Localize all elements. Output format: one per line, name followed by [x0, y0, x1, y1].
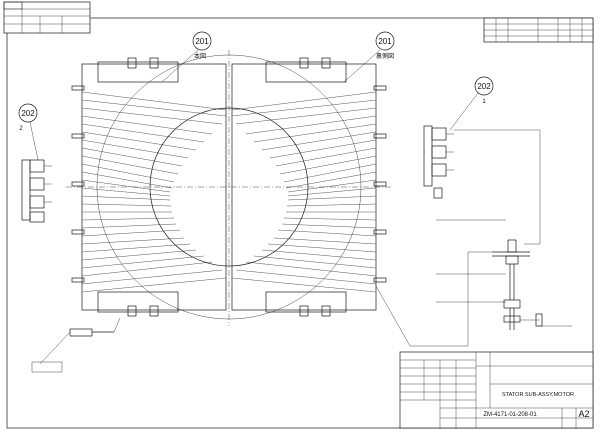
balloon-201-back-number: 201: [378, 37, 392, 46]
connector-lower-left: [31, 328, 114, 373]
wire-left-bottom: [113, 317, 121, 333]
balloon-201-front: 201 本図: [161, 31, 212, 83]
balloon-201-back: 201 裏側図: [343, 31, 395, 83]
revision-table: [483, 17, 594, 43]
sheet-border: [6, 17, 594, 429]
right-fan-lines: [231, 91, 377, 293]
wire-top-route: [454, 129, 541, 245]
wire-main-route: [375, 251, 492, 347]
title-block: STATOR SUB-ASSY,MOTOR ZM-4171-01-208-01 …: [399, 351, 594, 429]
balloon-201-front-caption: 本図: [194, 52, 206, 60]
balloon-202-left: 202 2: [18, 103, 39, 161]
terminal-stack-right: [423, 125, 454, 199]
terminal-stack-left: [21, 159, 52, 223]
balloon-201-front-number: 201: [195, 37, 209, 46]
pipe-assembly: [436, 219, 572, 330]
sheet-size: A2: [578, 409, 589, 419]
header-table: [3, 1, 91, 34]
drawing-number: ZM-4171-01-208-01: [483, 412, 537, 418]
balloon-202-left-number: 202: [21, 109, 35, 118]
balloon-202-right: 202 1: [449, 76, 494, 131]
balloon-202-right-number: 202: [477, 82, 491, 91]
balloon-202-left-caption: 2: [19, 126, 23, 132]
right-clamp-bars: [299, 57, 387, 317]
balloon-202-right-caption: 1: [482, 99, 486, 105]
title-line-2: STATOR SUB-ASSY,MOTOR: [502, 392, 574, 398]
left-clamp-bars: [71, 57, 159, 317]
balloon-201-back-caption: 裏側図: [376, 52, 394, 60]
